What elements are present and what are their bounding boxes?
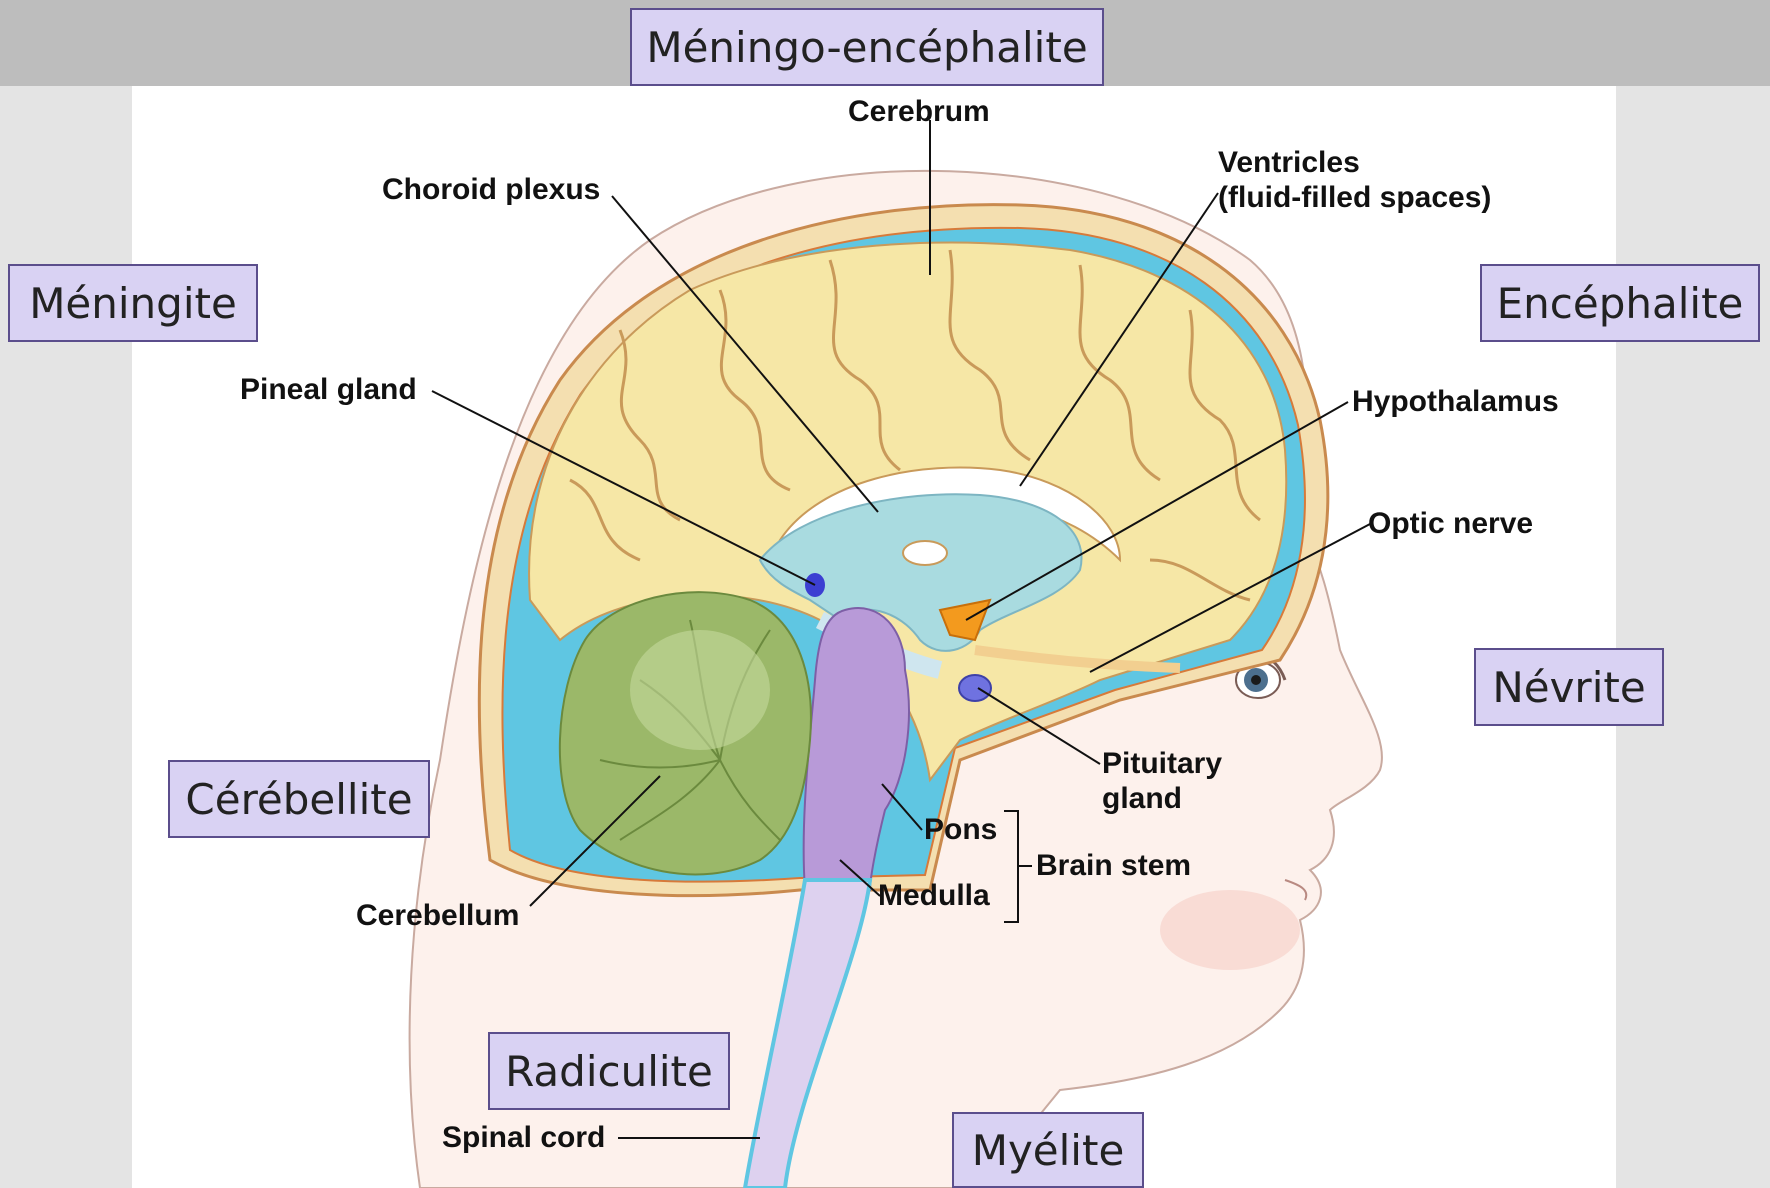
label-ventricles-line2: (fluid-filled spaces): [1218, 181, 1491, 215]
label-optic-nerve: Optic nerve: [1368, 507, 1533, 541]
label-medulla: Medulla: [878, 879, 990, 913]
label-pituitary-line1: Pituitary: [1102, 747, 1222, 781]
label-ventricles-line1: Ventricles: [1218, 146, 1360, 180]
box-myelite: Myélite: [952, 1112, 1144, 1188]
pituitary-gland: [959, 675, 991, 701]
label-cerebrum: Cerebrum: [848, 95, 990, 129]
box-radiculite: Radiculite: [488, 1032, 730, 1110]
label-pituitary-line2: gland: [1102, 782, 1182, 816]
box-encephalite: Encéphalite: [1480, 264, 1760, 342]
cheek-blush: [1160, 890, 1300, 970]
cerebellum-highlight: [630, 630, 770, 750]
box-meningo-encephalite: Méningo-encéphalite: [630, 8, 1104, 86]
label-pineal-gland: Pineal gland: [240, 373, 417, 407]
box-meningite: Méningite: [8, 264, 258, 342]
box-cerebellite: Cérébellite: [168, 760, 430, 838]
label-brain-stem: Brain stem: [1036, 849, 1191, 883]
box-nevrite: Névrite: [1474, 648, 1664, 726]
label-hypothalamus: Hypothalamus: [1352, 385, 1559, 419]
thalamus-adhesion: [903, 541, 947, 565]
label-pons: Pons: [924, 813, 997, 847]
label-cerebellum: Cerebellum: [356, 899, 519, 933]
label-spinal-cord: Spinal cord: [442, 1121, 605, 1155]
label-choroid-plexus: Choroid plexus: [382, 173, 600, 207]
pupil: [1251, 675, 1261, 685]
